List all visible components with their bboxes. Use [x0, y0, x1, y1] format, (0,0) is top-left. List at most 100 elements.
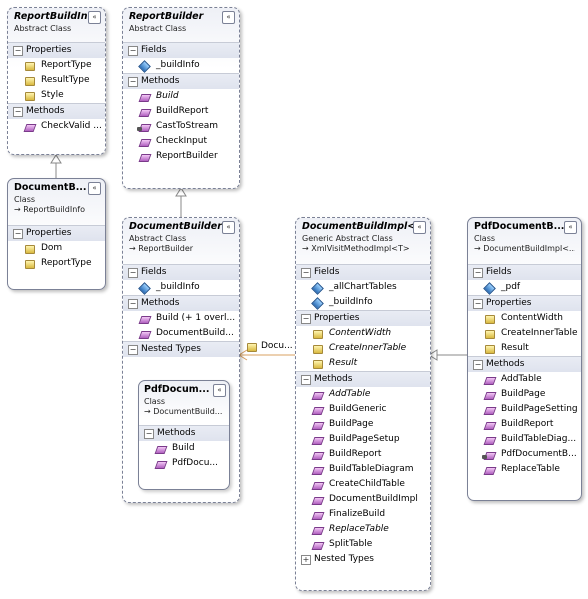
collapse-box-icon[interactable]: −: [128, 345, 138, 355]
class-report-build-info[interactable]: ReportBuildInfo Abstract Class « −Proper…: [7, 7, 106, 155]
section-properties[interactable]: −Properties: [8, 225, 105, 241]
collapse-chevron-icon[interactable]: «: [413, 221, 426, 234]
member-field[interactable]: _buildInfo: [296, 295, 430, 310]
collapse-chevron-icon[interactable]: «: [222, 221, 235, 234]
collapse-box-icon[interactable]: −: [301, 314, 311, 324]
section-methods[interactable]: −Methods: [296, 371, 430, 387]
member-method[interactable]: BuildTableDiagram: [296, 462, 430, 477]
nested-class-pdf-document[interactable]: PdfDocum... Class → DocumentBuild... « −…: [138, 380, 230, 490]
member-method[interactable]: PdfDocu...: [139, 456, 229, 471]
member-method[interactable]: BuildReport: [296, 447, 430, 462]
member-method[interactable]: ReportBuilder: [123, 149, 239, 164]
expand-box-icon[interactable]: +: [301, 555, 311, 565]
collapse-box-icon[interactable]: −: [144, 429, 154, 439]
section-properties[interactable]: −Properties: [468, 295, 581, 311]
inherit-arrow-icon: →: [474, 244, 481, 253]
member-method[interactable]: SplitTable: [296, 537, 430, 552]
member-method[interactable]: AddTable: [468, 372, 581, 387]
section-nested-types[interactable]: −Nested Types: [123, 341, 239, 357]
member-property[interactable]: ReportType: [8, 58, 105, 73]
member-method[interactable]: CheckInput: [123, 134, 239, 149]
section-methods[interactable]: −Methods: [8, 103, 105, 119]
member-property[interactable]: ContentWidth: [468, 311, 581, 326]
section-methods[interactable]: −Methods: [139, 425, 229, 441]
inherit-arrow-icon: →: [129, 244, 136, 253]
member-field[interactable]: _buildInfo: [123, 280, 239, 295]
section-methods[interactable]: −Methods: [123, 295, 239, 311]
member-method[interactable]: BuildReport: [468, 417, 581, 432]
section-nested-types[interactable]: +Nested Types: [301, 554, 374, 565]
member-method[interactable]: BuildPageSetup: [296, 432, 430, 447]
class-pdf-document-builder[interactable]: PdfDocumentB... Class → DocumentBuildImp…: [467, 217, 582, 501]
member-method[interactable]: BuildPage: [468, 387, 581, 402]
collapse-box-icon[interactable]: −: [13, 229, 23, 239]
collapse-box-icon[interactable]: −: [301, 268, 311, 278]
member-property[interactable]: ResultType: [8, 73, 105, 88]
member-property[interactable]: Result: [468, 341, 581, 356]
collapse-chevron-icon[interactable]: «: [222, 11, 235, 24]
member-property[interactable]: ContentWidth: [296, 326, 430, 341]
member-field[interactable]: _buildInfo: [123, 58, 239, 73]
member-method[interactable]: BuildTableDiag...: [468, 432, 581, 447]
method-icon: [483, 422, 497, 430]
field-icon: [483, 282, 496, 295]
member-method[interactable]: BuildGeneric: [296, 402, 430, 417]
member-property[interactable]: Result: [296, 356, 430, 371]
member-method[interactable]: Build: [123, 89, 239, 104]
member-property[interactable]: CreateInnerTable: [468, 326, 581, 341]
section-properties[interactable]: −Properties: [296, 310, 430, 326]
member-method[interactable]: CastToStream: [123, 119, 239, 134]
section-fields[interactable]: −Fields: [468, 264, 581, 280]
inherit-arrow-icon: →: [144, 407, 151, 416]
member-property[interactable]: Dom: [8, 241, 105, 256]
member-method[interactable]: DocumentBuildImpl: [296, 492, 430, 507]
collapse-box-icon[interactable]: −: [13, 107, 23, 117]
collapse-box-icon[interactable]: −: [473, 360, 483, 370]
section-methods[interactable]: −Methods: [123, 73, 239, 89]
collapse-box-icon[interactable]: −: [13, 46, 23, 56]
collapse-box-icon[interactable]: −: [128, 299, 138, 309]
collapse-chevron-icon[interactable]: «: [564, 221, 577, 234]
member-property[interactable]: Style: [8, 88, 105, 103]
section-fields[interactable]: −Fields: [123, 264, 239, 280]
member-property[interactable]: ReportType: [8, 256, 105, 271]
method-icon: [311, 392, 325, 400]
method-icon: [483, 377, 497, 385]
section-properties[interactable]: −Properties: [8, 42, 105, 58]
member-method[interactable]: ReplaceTable: [468, 462, 581, 477]
member-method[interactable]: PdfDocumentB...: [468, 447, 581, 462]
collapse-box-icon[interactable]: −: [301, 375, 311, 385]
collapse-box-icon[interactable]: −: [473, 299, 483, 309]
collapse-box-icon[interactable]: −: [473, 268, 483, 278]
collapse-chevron-icon[interactable]: «: [88, 182, 101, 195]
class-document-builder[interactable]: DocumentBuilder Abstract Class → ReportB…: [122, 217, 240, 503]
section-fields[interactable]: −Fields: [123, 42, 239, 58]
collapse-chevron-icon[interactable]: «: [88, 11, 101, 24]
member-method[interactable]: BuildReport: [123, 104, 239, 119]
member-method[interactable]: CheckValid ...: [8, 119, 105, 134]
class-title: ReportBuildInfo: [14, 11, 99, 22]
class-document-build-info[interactable]: DocumentB... Class → ReportBuildInfo « −…: [7, 178, 106, 290]
association-label[interactable]: Docu...: [247, 341, 293, 352]
member-method[interactable]: ReplaceTable: [296, 522, 430, 537]
member-field[interactable]: _allChartTables: [296, 280, 430, 295]
member-method[interactable]: BuildPage: [296, 417, 430, 432]
member-method[interactable]: FinalizeBuild: [296, 507, 430, 522]
member-method[interactable]: Build (+ 1 overl...: [123, 311, 239, 326]
collapse-box-icon[interactable]: −: [128, 268, 138, 278]
section-fields[interactable]: −Fields: [296, 264, 430, 280]
member-method[interactable]: DocumentBuild...: [123, 326, 239, 341]
class-report-builder[interactable]: ReportBuilder Abstract Class « −Fields _…: [122, 7, 240, 189]
member-method[interactable]: CreateChildTable: [296, 477, 430, 492]
class-document-build-impl[interactable]: DocumentBuildImpl<T> Generic Abstract Cl…: [295, 217, 431, 591]
member-method[interactable]: AddTable: [296, 387, 430, 402]
member-method[interactable]: Build: [139, 441, 229, 456]
collapse-chevron-icon[interactable]: «: [213, 384, 226, 397]
collapse-box-icon[interactable]: −: [128, 46, 138, 56]
collapse-box-icon[interactable]: −: [128, 77, 138, 87]
property-icon: [313, 360, 323, 369]
member-property[interactable]: CreateInnerTable: [296, 341, 430, 356]
member-field[interactable]: _pdf: [468, 280, 581, 295]
member-method[interactable]: BuildPageSetting: [468, 402, 581, 417]
section-methods[interactable]: −Methods: [468, 356, 581, 372]
